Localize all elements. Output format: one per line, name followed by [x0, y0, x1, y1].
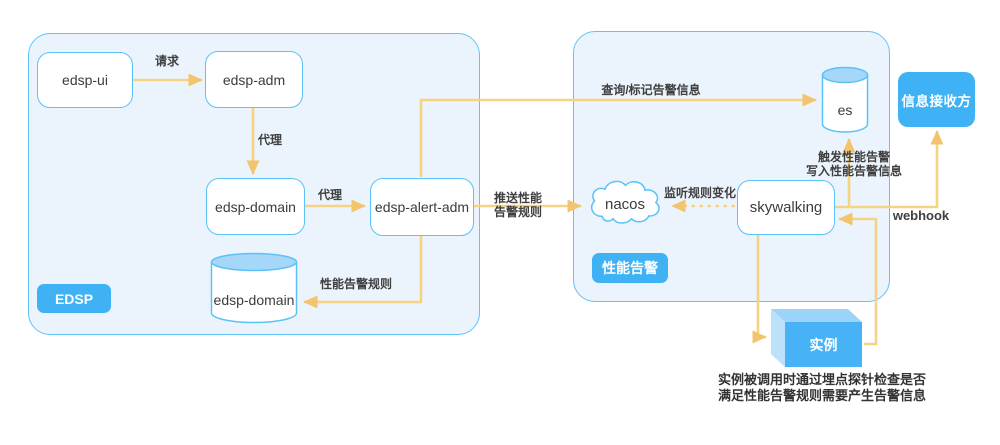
database-cylinder-icon — [210, 252, 298, 324]
instance-node: 实例 — [771, 308, 863, 368]
node-edsp-alert-adm-label: edsp-alert-adm — [374, 199, 470, 215]
edge-instance-to-sky-arrow — [838, 212, 878, 346]
es-label: es — [837, 102, 853, 118]
message-receiver-box: 信息接收方 — [898, 72, 975, 127]
node-edsp-alert-adm: edsp-alert-adm — [370, 178, 474, 236]
node-edsp-domain-service-label: edsp-domain — [215, 198, 296, 215]
nacos-cloud-icon — [590, 180, 660, 224]
edge-label-webhook: webhook — [892, 208, 950, 223]
edge-label-trigger-line2: 写入性能告警信息 — [805, 164, 902, 178]
node-edsp-ui: edsp-ui — [37, 52, 133, 108]
node-edsp-ui-label: edsp-ui — [62, 72, 108, 88]
node-skywalking: skywalking — [737, 180, 835, 235]
edge-perf-rule-to-db-arrow — [303, 235, 423, 309]
edge-label-proxy-2: 代理 — [317, 188, 342, 202]
edge-label-push-rule: 推送性能 告警规则 — [482, 191, 554, 219]
nacos-label: nacos — [604, 195, 646, 213]
instance-note-line2: 满足性能告警规则需要产生告警信息 — [717, 388, 926, 403]
node-edsp-domain-service: edsp-domain — [206, 178, 305, 235]
perf-alert-group-badge: 性能告警 — [592, 253, 668, 283]
edge-label-trigger-alert: 触发性能告警 写入性能告警信息 — [793, 150, 915, 178]
edge-query-mark-arrow — [419, 93, 817, 177]
es-cylinder-icon — [821, 66, 869, 133]
edge-label-listen-change: 监听规则变化 — [663, 186, 736, 200]
node-edsp-adm: edsp-adm — [205, 51, 303, 108]
node-skywalking-label: skywalking — [749, 199, 823, 216]
edge-label-push-rule-line2: 告警规则 — [493, 205, 542, 219]
instance-note-line1: 实例被调用时通过埋点探针检查是否 — [717, 372, 926, 387]
edge-label-trigger-line1: 触发性能告警 — [817, 150, 890, 164]
nacos-node: nacos — [586, 177, 664, 231]
edge-sky-to-instance-arrow — [752, 233, 767, 344]
es-database: es — [821, 66, 869, 134]
edge-label-proxy-1: 代理 — [258, 133, 283, 147]
edge-webhook-arrow — [834, 130, 944, 209]
edsp-group-badge: EDSP — [37, 284, 111, 313]
edsp-domain-database: edsp-domain — [210, 252, 298, 324]
edge-label-request: 请求 — [154, 54, 179, 68]
instance-label: 实例 — [809, 336, 838, 353]
instance-cube-icon — [771, 309, 862, 367]
node-edsp-adm-label: edsp-adm — [222, 71, 286, 88]
instance-note: 实例被调用时通过埋点探针检查是否 满足性能告警规则需要产生告警信息 — [692, 372, 952, 404]
edge-label-perf-rule: 性能告警规则 — [319, 277, 392, 291]
edge-label-query-mark: 查询/标记告警信息 — [601, 83, 701, 97]
edsp-domain-db-label: edsp-domain — [213, 292, 295, 308]
edge-label-push-rule-line1: 推送性能 — [493, 191, 542, 205]
